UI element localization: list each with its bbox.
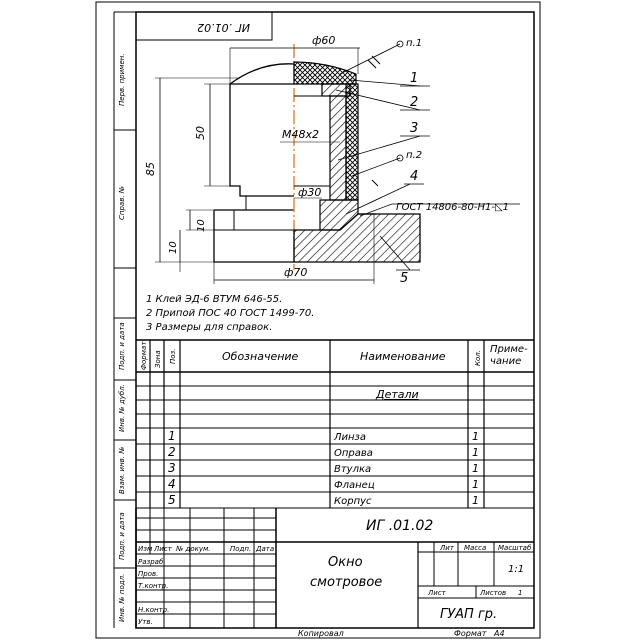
tb-scale-label: Масштаб <box>498 544 532 552</box>
tb-sheet-label: Лист <box>427 589 447 597</box>
callout-1: 1 <box>410 71 418 86</box>
spec-row-name: Оправа <box>334 448 373 459</box>
callouts: п.1 1 2 3 п.2 4 ГОСТ 14806-80-Н1-◺1 5 <box>335 38 520 286</box>
callout-4: 4 <box>410 169 418 184</box>
spec-row-qty: 1 <box>472 494 479 507</box>
side-label: Инв. № дубл. <box>118 384 126 432</box>
side-label: Инв. № подл. <box>118 574 126 622</box>
tb-role: Н.контр. <box>138 606 169 614</box>
spec-section-details: Детали <box>375 388 419 401</box>
callout-p1: п.1 <box>406 38 422 49</box>
spec-header-designation: Обозначение <box>222 350 299 363</box>
technical-notes: 1 Клей ЭД-6 ВТУМ 646-55. 2 Припой ПОС 40… <box>146 294 314 333</box>
spec-row-qty: 1 <box>472 462 479 475</box>
footer: Копировал Формат А4 <box>298 629 505 638</box>
dim-d70: ф70 <box>284 266 307 279</box>
side-label: Справ. № <box>118 186 126 220</box>
tb-role: Утв. <box>138 618 153 626</box>
side-label: Перв. примен. <box>118 53 126 106</box>
tb-col-label: Подп. <box>230 545 251 553</box>
spec-row-qty: 1 <box>472 446 479 459</box>
side-strip: Перв. примен. Справ. № Подп. и дата Инв.… <box>113 11 136 628</box>
tb-col-label: № докум. <box>175 545 211 553</box>
tb-lit-label: Лит <box>439 544 455 552</box>
callout-weld: ГОСТ 14806-80-Н1-◺1 <box>396 202 509 213</box>
spec-row-name: Фланец <box>334 480 375 491</box>
spec-header-note: Приме- чание <box>490 344 531 367</box>
spec-header-zone: Зона <box>154 350 162 368</box>
tb-col-label: Лист <box>153 545 173 553</box>
note: 1 Клей ЭД-6 ВТУМ 646-55. <box>146 294 282 305</box>
tb-title-line1: Окно <box>328 555 363 570</box>
tb-col-label: Дата <box>255 545 274 553</box>
spec-row-pos: 5 <box>168 493 176 507</box>
dim-h10b: 10 <box>168 241 179 254</box>
callout-3: 3 <box>410 121 418 136</box>
side-label: Подп. и дата <box>118 322 126 370</box>
footer-format-value: А4 <box>493 629 505 638</box>
callout-2: 2 <box>410 95 418 110</box>
dim-h10a: 10 <box>196 219 207 232</box>
tb-sheets-label: Листов <box>479 589 506 597</box>
spec-row-name: Втулка <box>334 464 371 475</box>
spec-row-qty: 1 <box>472 478 479 491</box>
dim-d30: ф30 <box>298 186 321 199</box>
spec-row-pos: 2 <box>168 445 176 459</box>
side-label: Взам. инв. № <box>118 446 126 494</box>
spec-row-pos: 3 <box>168 461 176 475</box>
top-stamp: ИГ .01.02 <box>135 11 273 41</box>
spec-row-pos: 1 <box>168 429 176 443</box>
tb-org: ГУАП гр. <box>440 607 497 622</box>
spec-row-pos: 4 <box>168 477 176 491</box>
dim-thread: М48х2 <box>282 128 319 141</box>
tb-col-label: Изм <box>138 545 153 553</box>
callout-5: 5 <box>400 271 408 286</box>
note: 3 Размеры для справок. <box>146 322 272 333</box>
tb-role: Разраб. <box>138 558 166 566</box>
spec-header-pos: Поз. <box>169 349 177 365</box>
spec-row-name: Линза <box>333 432 366 443</box>
side-label: Подп. и дата <box>118 512 126 560</box>
tb-role: Пров. <box>138 570 158 578</box>
dim-d60: ф60 <box>312 34 335 47</box>
top-stamp-code: ИГ .01.02 <box>197 21 250 34</box>
spec-header-format: Формат <box>140 341 148 370</box>
tb-scale-value: 1:1 <box>508 564 524 575</box>
callout-p2: п.2 <box>406 150 422 161</box>
tb-role: Т.контр. <box>138 582 168 590</box>
lens-section <box>293 61 357 85</box>
note: 2 Припой ПОС 40 ГОСТ 1499-70. <box>146 308 314 319</box>
spec-table: Формат Зона Поз. Обозначение Наименовани… <box>136 339 534 509</box>
dim-h50: 50 <box>194 126 207 140</box>
tb-title-line2: смотровое <box>310 575 382 590</box>
tb-mass-label: Масса <box>464 544 486 552</box>
tb-sheets-value: 1 <box>518 589 522 597</box>
sheet-inner-frame <box>135 11 535 629</box>
title-block: Изм Лист № докум. Подп. Дата Разраб. Про… <box>135 508 534 628</box>
spec-header-note-line2: чание <box>490 356 521 367</box>
tb-code: ИГ .01.02 <box>366 518 433 534</box>
spec-header-name: Наименование <box>360 350 446 363</box>
spec-header-qty: Кол. <box>474 350 482 366</box>
footer-copied: Копировал <box>298 629 344 638</box>
spec-row-qty: 1 <box>472 430 479 443</box>
spec-row-name: Корпус <box>334 496 372 507</box>
spec-header-note-line1: Приме- <box>490 344 528 355</box>
assembly-drawing: ф60 50 85 10 10 М48х2 ф30 ф70 <box>144 34 520 286</box>
spec-rows: 1 Линза 1 2 Оправа 1 3 Втулка 1 4 Фланец 1 5 Корпус 1 <box>168 429 479 507</box>
sheet-outer-frame <box>95 1 541 639</box>
dim-h85: 85 <box>144 162 157 176</box>
footer-format-label: Формат <box>454 629 487 638</box>
